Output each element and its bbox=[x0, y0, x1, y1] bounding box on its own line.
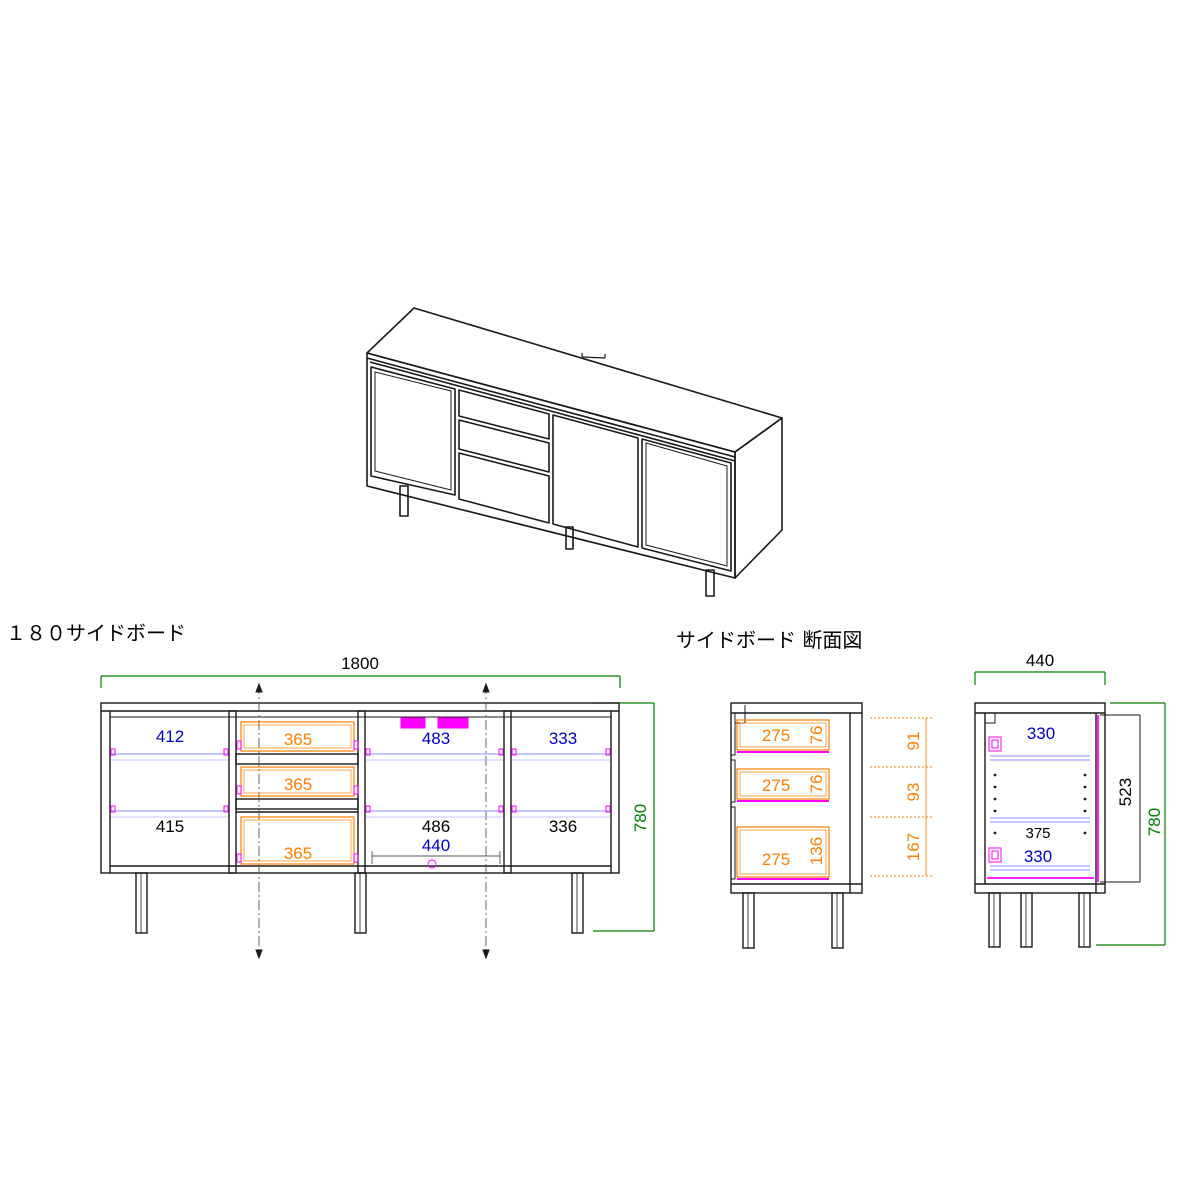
front-drawer-box bbox=[240, 721, 355, 752]
cabinet-section-leg bbox=[1020, 892, 1033, 948]
front-drawer-box bbox=[240, 816, 355, 865]
section-overall-height: 780 bbox=[1145, 808, 1164, 836]
drawer-1-width: 365 bbox=[284, 730, 312, 749]
front-drawer-box bbox=[240, 766, 355, 797]
section-shelf-bottom-depth: 330 bbox=[1024, 847, 1052, 866]
drawer-section-carcass bbox=[730, 702, 863, 894]
iso-drawer-1 bbox=[458, 389, 550, 440]
iso-drawer-2 bbox=[458, 419, 550, 473]
compartment-4-upper-width: 333 bbox=[549, 729, 577, 748]
section-view-title: サイドボード 断面図 bbox=[676, 628, 862, 652]
drawer-section-leg bbox=[831, 892, 844, 949]
drawer-pitch-1: 91 bbox=[904, 732, 923, 751]
section-drawer-box bbox=[736, 768, 830, 800]
iso-top-surface bbox=[366, 307, 783, 453]
compartment-3-upper-width: 483 bbox=[422, 729, 450, 748]
iso-side-face bbox=[734, 417, 783, 579]
compartment-1-lower-width: 415 bbox=[156, 817, 184, 836]
drawer-pitch-3: 167 bbox=[904, 833, 923, 861]
cabinet-section-view: 440 780 523 bbox=[974, 651, 1166, 948]
hinge-icon bbox=[988, 736, 1002, 752]
iso-right-door-inner bbox=[645, 442, 728, 567]
cabinet-section-carcass bbox=[974, 702, 1106, 894]
section-inner-height: 523 bbox=[1116, 778, 1135, 806]
front-leg bbox=[571, 872, 584, 934]
section-shelf-top-depth: 330 bbox=[1027, 724, 1055, 743]
section-drawer-1-height: 76 bbox=[807, 726, 826, 745]
section-drawer-3-depth: 275 bbox=[762, 850, 790, 869]
iso-leg bbox=[399, 485, 409, 517]
iso-right-door bbox=[641, 438, 732, 572]
compartment-3-bottom-width: 440 bbox=[422, 836, 450, 855]
hinge-icon bbox=[988, 847, 1002, 863]
front-view: 1800 780 bbox=[100, 654, 655, 960]
drawer-pitch-2: 93 bbox=[904, 783, 923, 802]
section-drawer-box bbox=[736, 719, 830, 751]
compartment-3-lower-width: 486 bbox=[422, 817, 450, 836]
section-shelf-middle-depth: 375 bbox=[1025, 825, 1050, 842]
front-partition bbox=[228, 710, 237, 874]
drawer-3-width: 365 bbox=[284, 844, 312, 863]
iso-leg bbox=[705, 569, 715, 597]
front-partition bbox=[503, 710, 512, 874]
iso-top-edge-line bbox=[366, 357, 736, 458]
drawer-section-view: 275 275 275 76 76 136 91 93 167 bbox=[730, 702, 932, 949]
section-drawer-2-depth: 275 bbox=[762, 776, 790, 795]
front-partition bbox=[357, 710, 366, 874]
iso-drawer-3 bbox=[458, 452, 550, 524]
section-drawer-box bbox=[736, 826, 830, 878]
iso-left-door bbox=[370, 366, 456, 496]
front-view-title: １８０サイドボード bbox=[6, 621, 186, 645]
compartment-4-lower-width: 336 bbox=[549, 817, 577, 836]
front-leg bbox=[135, 872, 148, 934]
isometric-view bbox=[366, 307, 783, 597]
front-leg bbox=[354, 872, 367, 934]
section-overall-depth: 440 bbox=[1026, 651, 1054, 670]
compartment-1-upper-width: 412 bbox=[156, 727, 184, 746]
section-drawer-1-depth: 275 bbox=[762, 726, 790, 745]
front-overall-width: 1800 bbox=[341, 654, 379, 673]
drawer-section-leg bbox=[742, 892, 755, 949]
front-overall-height: 780 bbox=[631, 804, 650, 832]
drawer-2-width: 365 bbox=[284, 775, 312, 794]
cabinet-section-leg bbox=[1078, 892, 1091, 948]
section-drawer-3-height: 136 bbox=[807, 837, 826, 865]
iso-left-door-inner bbox=[374, 371, 452, 491]
section-drawer-2-height: 76 bbox=[807, 775, 826, 794]
cabinet-section-leg bbox=[988, 892, 1001, 948]
iso-top-edge-line bbox=[369, 361, 736, 462]
iso-middle-door bbox=[552, 414, 639, 548]
iso-leg bbox=[565, 526, 574, 550]
